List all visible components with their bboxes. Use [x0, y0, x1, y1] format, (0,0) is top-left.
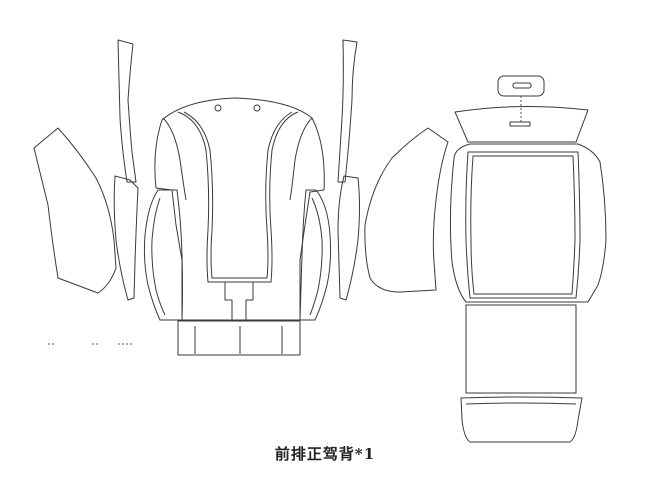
left-bolster-inner: [151, 197, 166, 316]
hang-tag: [497, 75, 545, 97]
rear-main-panel: [449, 143, 607, 303]
backrest-center-tab: [224, 282, 254, 321]
left-bolster: [143, 189, 183, 321]
rear-main-inner: [465, 151, 581, 299]
rear-top-header: [454, 105, 589, 143]
left-small-side-piece: [113, 175, 139, 301]
backrest-inner-panel-edge: [183, 111, 293, 279]
headrest-hole-left: [214, 104, 222, 112]
right-bolster: [299, 189, 332, 321]
headrest-hole-right: [253, 104, 261, 112]
backrest-left-trim: [162, 117, 187, 201]
backrest-bottom-strip: [177, 320, 301, 356]
left-tall-strip: [117, 39, 137, 183]
rear-main-inner-edge: [470, 155, 576, 295]
rear-bottom-panel-inner: [465, 402, 577, 405]
right-small-side-piece: [337, 175, 360, 301]
backrest-right-trim: [289, 117, 313, 201]
left-outer-side-panel: [33, 127, 117, 294]
backrest-inner-panel: [177, 111, 299, 283]
rear-bottom-panel: [460, 396, 583, 443]
right-tall-strip: [337, 39, 358, 183]
diagram-caption: 前排正驾背*1: [274, 445, 376, 463]
rear-lower-panel: [465, 304, 577, 394]
rear-side-panel: [364, 127, 449, 293]
hang-tag-bottom-slot: [509, 121, 531, 127]
backrest-outer: [154, 97, 325, 321]
right-bolster-inner: [309, 197, 323, 316]
hang-tag-slot: [512, 82, 532, 89]
